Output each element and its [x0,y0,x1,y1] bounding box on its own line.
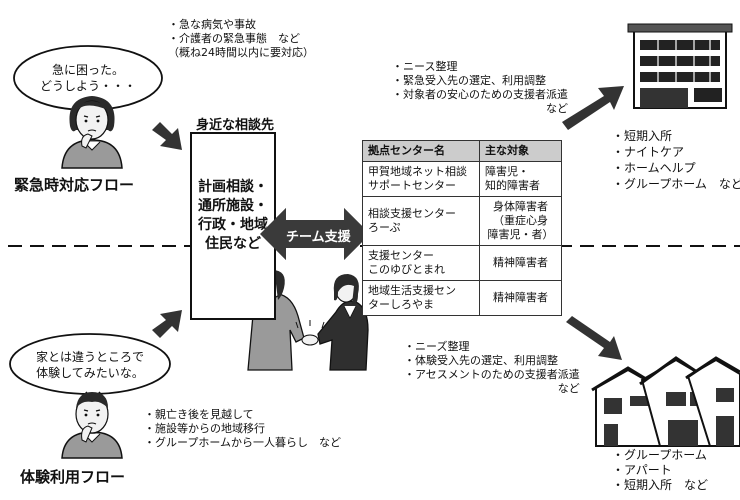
emergency-to-consult-arrow [152,122,182,150]
emergency-to-facility-arrow [562,86,624,130]
worried-person-icon [61,96,123,169]
center-target-cell: 身体障害者（重症心身障害児・者） [479,196,562,246]
experience-note: ・施設等からの地域移行 [144,422,265,435]
center-target-cell: 精神障害者 [479,245,562,281]
coordination-note: ・ニーズ整理 [404,340,470,353]
coordination-note: ・体験受入先の選定、利用調整 [404,354,558,367]
experience-to-housing-arrow [566,316,622,360]
center-name-cell: 甲賀地域ネット相談サポートセンター [361,161,481,197]
table-row: 相談支援センターろーぷ 身体障害者（重症心身障害児・者） [361,196,562,246]
center-name-cell: 地域生活支援センターしろやま [361,280,481,316]
center-name-cell: 支援センターこのゆびとまれ [361,245,481,281]
housing-icon [591,356,740,447]
table-row: 地域生活支援センターしろやま 精神障害者 [361,280,562,316]
experience-bubble-line: 体験してみたいな。 [36,366,144,380]
service-item: ・ナイトケア [612,145,685,159]
centers-header-row: 拠点センター名 主な対象 [361,140,562,162]
emergency-note: （概ね24時間以内に要対応） [168,46,314,59]
center-name-cell: 相談支援センターろーぷ [361,196,481,246]
emergency-bubble-line: 急に困った。 [51,63,124,77]
coordination-note: など [546,102,568,115]
experience-notes: ・親亡き後を見越して ・施設等からの地域移行 ・グループホームから一人暮らし な… [144,408,341,450]
consultation-line: 通所施設・ [198,198,268,214]
experience-note: ・親亡き後を見越して [144,408,254,421]
emergency-services-list: ・短期入所 ・ナイトケア ・ホームヘルプ ・グループホーム など [612,128,740,192]
centers-table: 拠点センター名 主な対象 甲賀地域ネット相談サポートセンター 障害児・知的障害者… [361,140,562,316]
team-support-arrow-overlay [260,208,370,260]
service-item: ・グループホーム など [612,177,740,191]
consultation-line: 住民など [205,236,261,252]
emergency-note: ・急な病気や事故 [168,18,256,31]
experience-note: ・グループホームから一人暮らし など [144,436,342,449]
center-target-cell: 障害児・知的障害者 [479,161,562,197]
coordination-note: ・アセスメントのための支援者派遣 [404,368,580,381]
consultation-box: 計画相談・ 通所施設・ 行政・地域 住民など [190,132,276,320]
consultation-heading: 身近な相談先 [196,118,275,133]
center-target-cell: 精神障害者 [479,280,562,316]
consultation-line: 行政・地域 [198,217,268,233]
coordination-note: ・対象者の安心のための支援者派遣 [392,88,568,101]
facility-building-icon [627,23,733,109]
experience-bubble-text: 家とは違うところで 体験してみたいな。 [28,349,152,381]
emergency-bubble-text: 急に困った。 どうしよう・・・ [30,62,146,94]
emergency-coordination-notes: ・ニース整理 ・緊急受入先の選定、利用調整 ・対象者の安心のための支援者派遣 な… [392,60,568,116]
emergency-notes: ・急な病気や事故 ・介護者の緊急事態 など （概ね24時間以内に要対応） [168,18,314,60]
coordination-note: など [557,382,580,395]
service-item: ・ホームヘルプ [612,161,696,175]
service-item: ・アパート [612,463,672,477]
service-item: ・短期入所 [612,129,673,143]
table-row: 支援センターこのゆびとまれ 精神障害者 [361,245,562,281]
team-support-label: チーム支援 [286,230,351,245]
experience-services-list: ・グループホーム ・アパート ・短期入所 など [612,448,708,493]
emergency-bubble-line: どうしよう・・・ [39,79,136,93]
consultation-lines: 計画相談・ 通所施設・ 行政・地域 住民など [192,178,274,254]
service-item: ・グループホーム [612,448,707,462]
experience-bubble-line: 家とは違うところで [35,350,144,364]
experience-coordination-notes: ・ニーズ整理 ・体験受入先の選定、利用調整 ・アセスメントのための支援者派遣 な… [404,340,580,396]
thinking-person-icon [61,392,123,459]
service-item: ・短期入所 など [612,478,709,492]
experience-to-consult-arrow [152,310,182,338]
emergency-note: ・介護者の緊急事態 など [168,32,300,45]
consultation-line: 計画相談・ [198,179,268,195]
coordination-note: ・ニース整理 [392,60,458,73]
table-row: 甲賀地域ネット相談サポートセンター 障害児・知的障害者 [361,161,562,197]
emergency-flow-title: 緊急時対応フロー [14,176,135,194]
coordination-note: ・緊急受入先の選定、利用調整 [392,74,546,87]
header-target: 主な対象 [479,140,562,162]
experience-flow-title: 体験利用フロー [20,468,126,486]
header-center-name: 拠点センター名 [361,140,481,162]
